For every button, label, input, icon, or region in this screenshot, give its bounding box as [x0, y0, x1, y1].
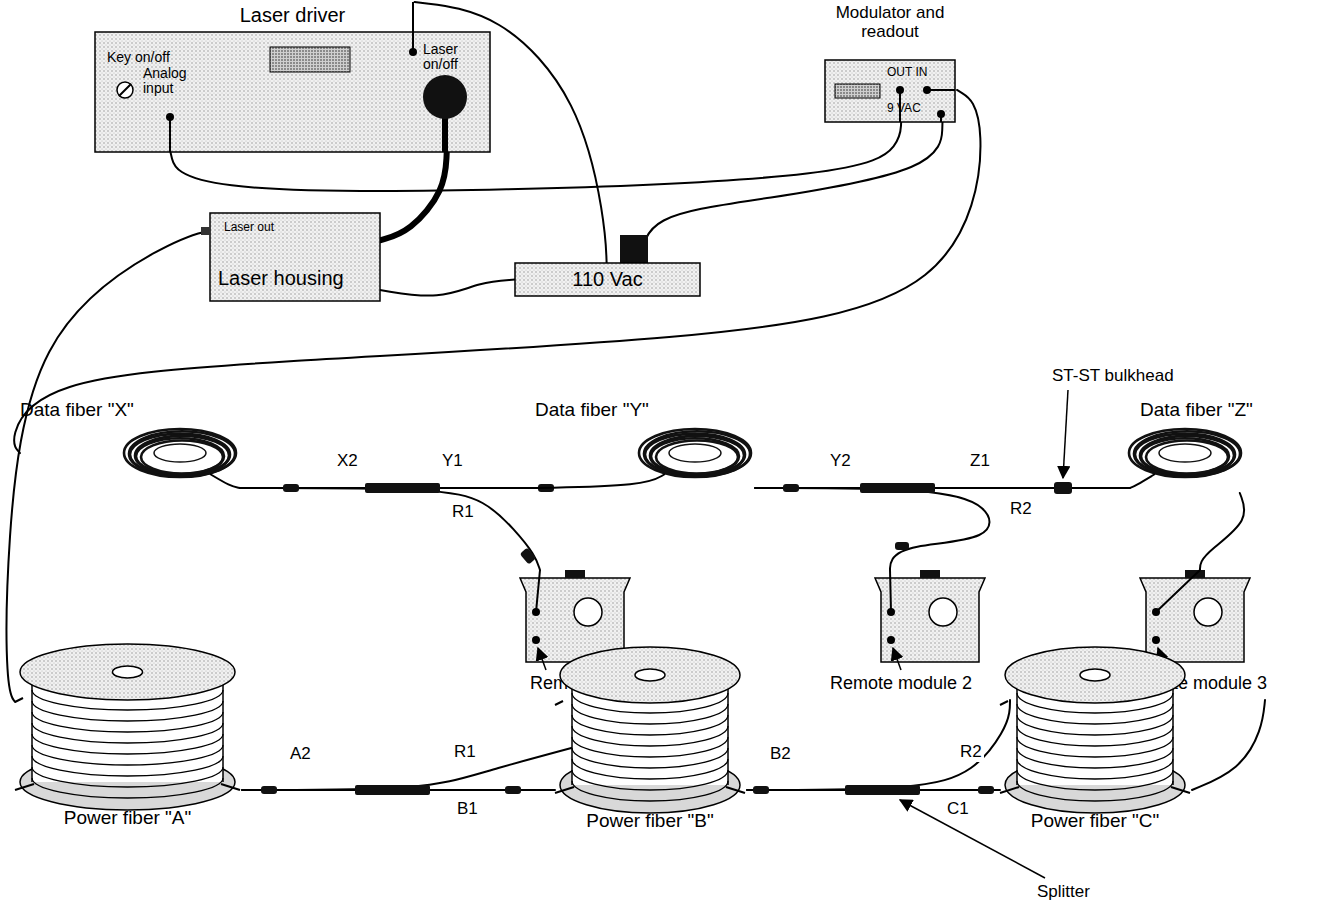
fiber-cable [755, 488, 989, 570]
remote-module: Remote module 2 [830, 570, 1030, 700]
fiber-connector [261, 482, 1072, 794]
data-fiber-reel: Data fiber "Z" [1130, 398, 1310, 493]
laser-housing: Laser outLaser housing [210, 213, 380, 301]
node-text: Power fiber "A" [15, 808, 240, 829]
part-label: B2 [768, 745, 793, 764]
fiber-cable [380, 280, 515, 296]
node-text: Power fiber "C" [1000, 811, 1190, 832]
splitter-body [355, 785, 430, 795]
node-text: Analog input [143, 66, 205, 97]
part-label: C1 [945, 800, 971, 819]
power-strip: 110 Vac [515, 263, 702, 296]
splitter-body [860, 483, 935, 493]
part-label: Splitter [1035, 883, 1092, 902]
fiber-cable [240, 488, 540, 570]
node-text: Remote module 2 [830, 674, 972, 694]
node-text: Data fiber "X" [20, 400, 134, 421]
part-label: R1 [452, 743, 478, 762]
node-text: Data fiber "Z" [1140, 400, 1253, 421]
node-text: Laser out [224, 221, 274, 234]
node-text: Power fiber "B" [555, 811, 745, 832]
fiber-cable [642, 122, 942, 263]
pointer-arrow [1063, 390, 1068, 478]
part-label: Z1 [968, 452, 992, 471]
node-text: Modulator and readout [825, 4, 955, 41]
node-text: Laser housing [218, 267, 344, 289]
fiber-cable [1192, 700, 1265, 790]
node-text: Data fiber "Y" [535, 400, 649, 421]
fiber-cable [747, 700, 1010, 790]
power-plug [620, 235, 648, 263]
node-text: 9 VAC [887, 102, 921, 115]
power-fiber-reel: Power fiber "A" [15, 632, 242, 837]
node-text: 110 Vac [515, 268, 700, 290]
power-fiber-reel: Power fiber "C" [1000, 635, 1192, 840]
part-label: X2 [335, 452, 360, 471]
node-text: Laser on/off [423, 42, 483, 73]
power-fiber-reel-shape [15, 632, 240, 837]
splitter-body [365, 483, 440, 493]
node-text: Key on/off [107, 50, 170, 65]
fiber-cable [380, 152, 447, 240]
laser-driver: Laser driverKey on/offAnalog input Laser … [95, 2, 492, 152]
splitter-body [845, 785, 920, 795]
data-fiber-reel: Data fiber "Y" [535, 398, 755, 493]
part-label: R1 [450, 503, 476, 522]
modulator-readout: Modulator and readoutOUT IN 9 VAC [825, 2, 957, 122]
part-label: R2 [1008, 500, 1034, 519]
fiber-cable [415, 2, 607, 263]
power-fiber-reel: Power fiber "B" [555, 635, 747, 840]
pointer-arrow [900, 800, 1045, 878]
part-label: A2 [288, 745, 313, 764]
node-text: Laser driver [95, 4, 490, 26]
part-label: ST-ST bulkhead [1050, 367, 1176, 386]
power-fiber-reel-shape [555, 635, 745, 840]
part-label: R2 [958, 743, 984, 762]
part-label: B1 [455, 800, 480, 819]
part-label: Y1 [440, 452, 465, 471]
fiber-cable [1200, 493, 1244, 570]
power-fiber-reel-shape [1000, 635, 1190, 840]
data-fiber-reel: Data fiber "X" [20, 398, 240, 493]
fiber-cable [7, 231, 210, 702]
part-label: Y2 [828, 452, 853, 471]
node-text: OUT IN [887, 66, 927, 79]
